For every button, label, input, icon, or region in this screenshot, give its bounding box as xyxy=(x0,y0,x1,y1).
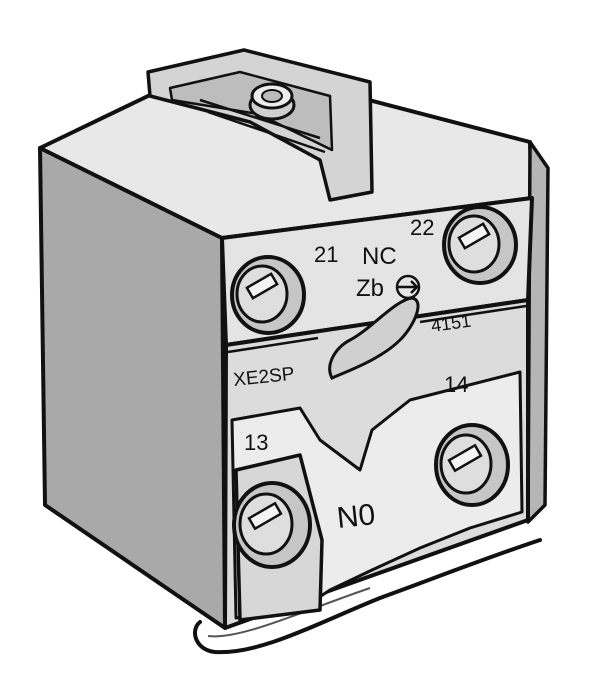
break-symbol-icon xyxy=(395,274,421,300)
terminal-14-screw-icon xyxy=(434,423,510,507)
panel-ledge xyxy=(227,304,527,354)
terminal-13-screw-icon xyxy=(232,453,324,622)
nc-label: NC xyxy=(362,243,397,270)
terminal-21-screw-icon xyxy=(230,255,306,335)
no-label: N0 xyxy=(335,498,377,535)
terminal-22-screw-icon xyxy=(442,205,518,285)
bottom-wire-inner xyxy=(207,587,371,638)
terminal-14-label: 14 xyxy=(444,372,468,397)
terminal-21-label: 21 xyxy=(314,242,338,267)
zb-label: Zb xyxy=(356,275,384,302)
terminal-13-label: 13 xyxy=(244,430,268,455)
terminal-22-label: 22 xyxy=(410,215,434,240)
channel-rail xyxy=(199,98,326,154)
top-screw-icon xyxy=(248,82,296,121)
bottom-wire xyxy=(193,538,542,655)
